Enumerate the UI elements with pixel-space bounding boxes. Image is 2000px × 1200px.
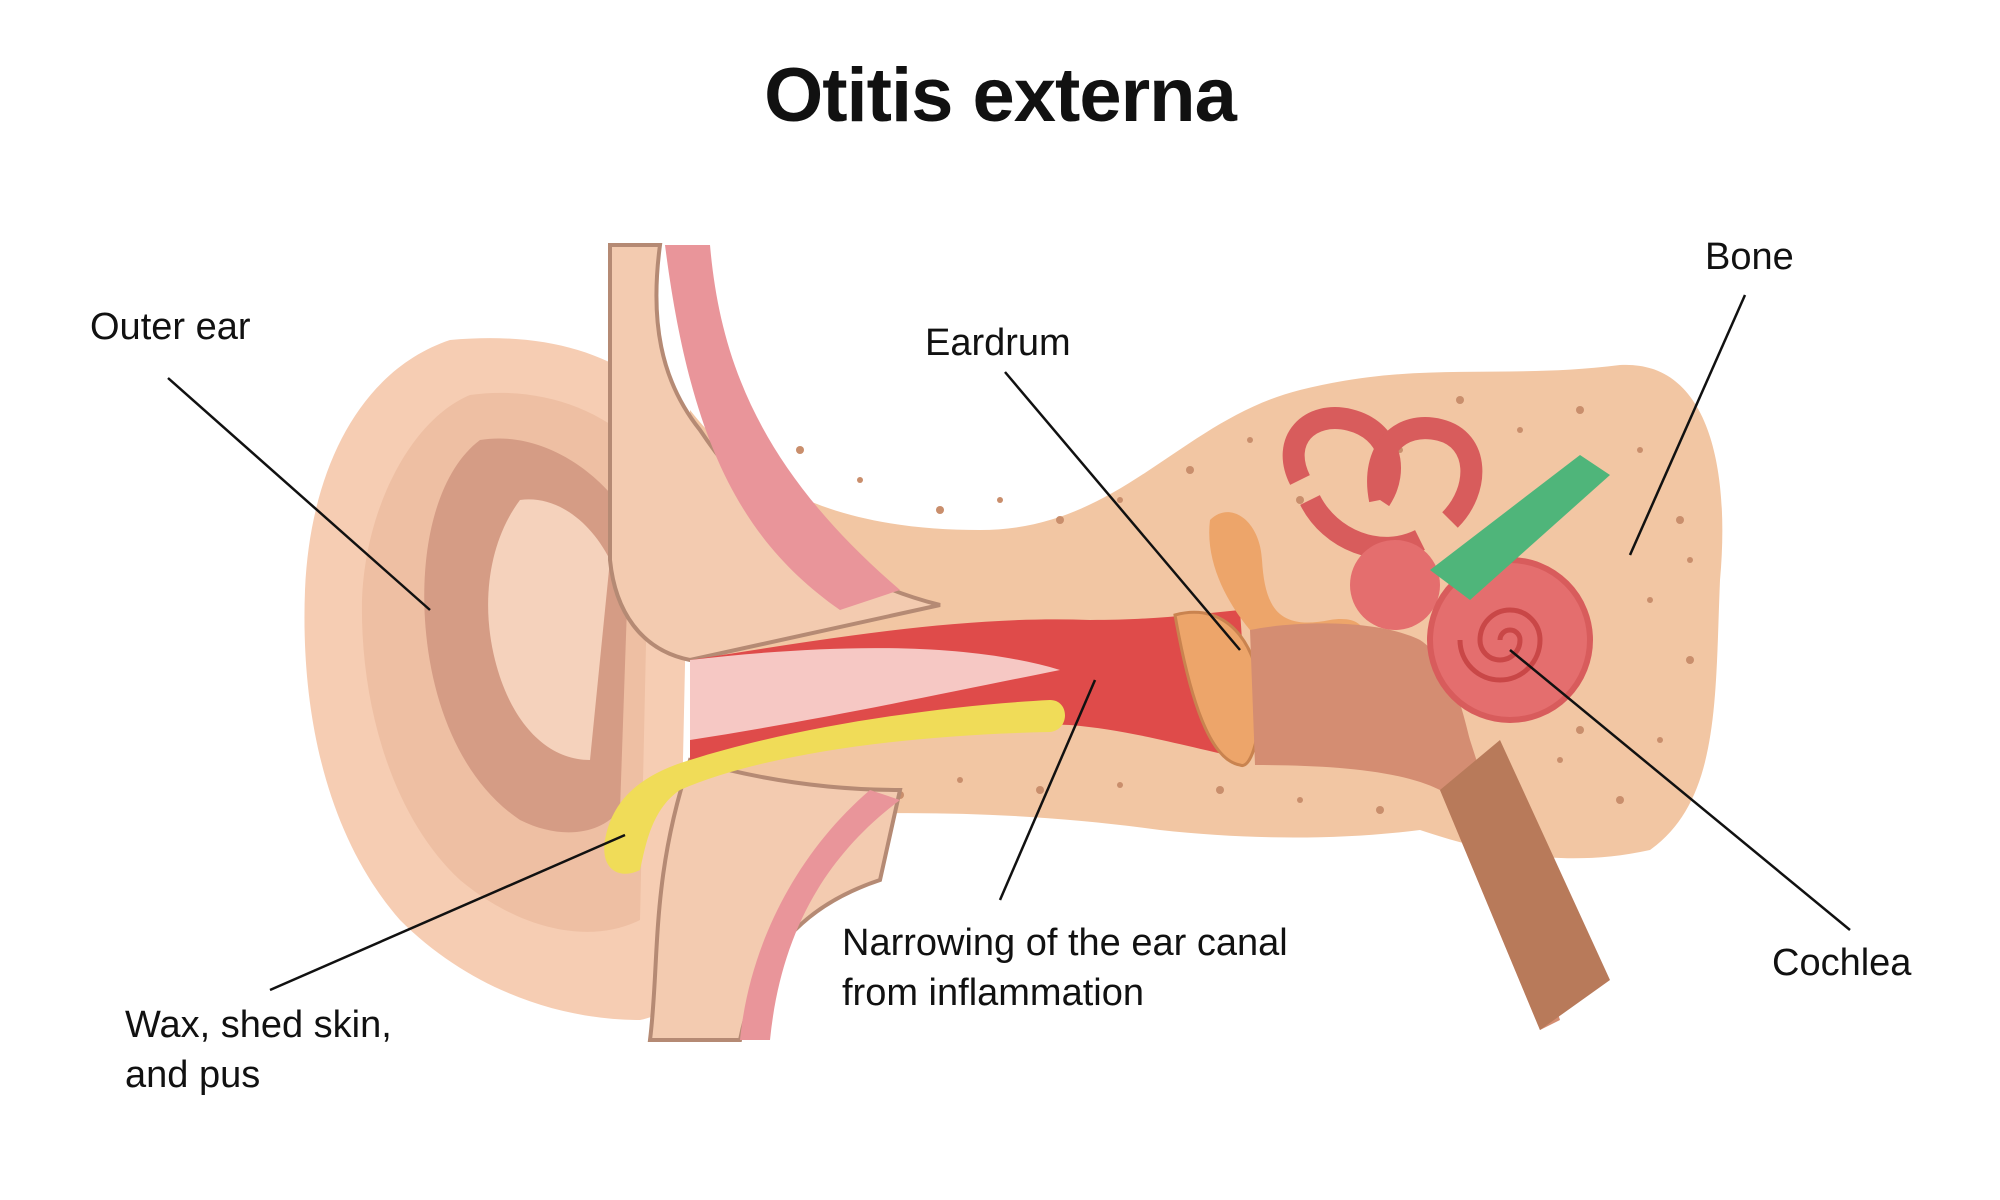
- leader-eardrum: [1004, 371, 1241, 651]
- ossicles: [1209, 512, 1364, 653]
- middle-ear-cavity: [1250, 623, 1560, 1030]
- leader-cochlea: [1509, 649, 1851, 931]
- leader-lines: [167, 294, 1851, 992]
- label-narrowing-line2: from inflammation: [842, 972, 1144, 1014]
- label-eardrum: Eardrum: [925, 322, 1071, 364]
- leader-outer-ear: [167, 377, 431, 611]
- label-cochlea: Cochlea: [1772, 942, 1912, 984]
- leader-bone: [1628, 294, 1747, 556]
- label-wax-line2: and pus: [125, 1054, 261, 1096]
- ear-canal-light: [690, 648, 1060, 740]
- diagram-title: Otitis externa: [764, 53, 1237, 138]
- label-wax-line1: Wax, shed skin,: [125, 1004, 392, 1046]
- eustachian-tube: [1440, 740, 1610, 1030]
- label-bone: Bone: [1705, 236, 1794, 278]
- wax-deposit: [604, 700, 1065, 874]
- auricle-concha: [488, 499, 610, 760]
- muscle-lower: [740, 790, 900, 1040]
- label-narrowing-line1: Narrowing of the ear canal: [842, 922, 1288, 964]
- muscle-upper: [665, 245, 900, 610]
- eardrum-membrane: [1173, 610, 1262, 767]
- auditory-nerve: [1430, 455, 1610, 600]
- leader-narrowing: [998, 679, 1097, 901]
- label-outer-ear: Outer ear: [90, 306, 251, 348]
- leader-wax: [269, 833, 626, 992]
